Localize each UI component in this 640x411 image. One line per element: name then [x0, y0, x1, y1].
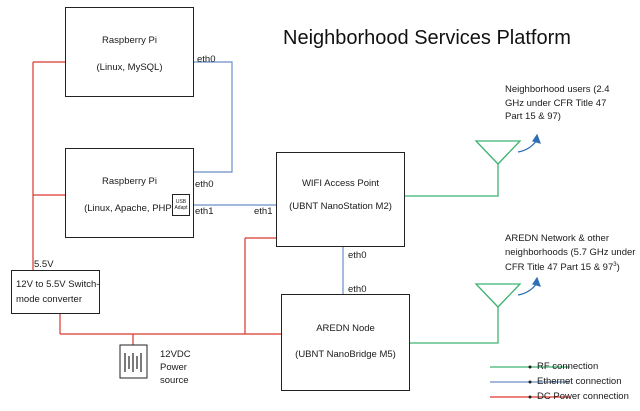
dc-power-lines	[32, 61, 293, 345]
legend-swatches	[490, 365, 570, 399]
power-source-line1: 12VDC	[160, 349, 191, 360]
usb-adapter-label: USB Adapt	[174, 199, 188, 211]
aredn-note-line2: neighborhoods (5.7 GHz under	[505, 246, 636, 258]
legend-power-label: DC Power connection	[537, 391, 629, 402]
voltage-converter-box: 12V to 5.5V Switch- mode converter	[11, 270, 100, 314]
users-note-line3: Part 15 & 97)	[505, 111, 561, 122]
pi1-eth0-label: eth0	[197, 54, 216, 65]
usb-adapter-box: USB Adapt	[172, 194, 190, 216]
pi2-eth0-label: eth0	[195, 179, 214, 190]
signal-arrowhead-users	[532, 133, 541, 144]
ap-eth1-label: eth1	[254, 206, 273, 217]
ap-desc: (UBNT NanoStation M2)	[289, 201, 392, 212]
raspberry-pi-mysql-box: Raspberry Pi (Linux, MySQL)	[65, 7, 194, 97]
aredn-node-box: AREDN Node (UBNT NanoBridge M5)	[281, 294, 410, 391]
users-note-line2: GHz under CFR Title 47	[505, 97, 607, 109]
signal-arrows	[517, 133, 541, 296]
legend-ethernet-label: Ethernet connection	[537, 376, 622, 387]
aredn-note: AREDN Network & other neighborhoods (5.7…	[505, 232, 635, 275]
ethernet-lines	[190, 61, 344, 294]
antenna-users-icon	[474, 140, 522, 165]
ap-eth0-label: eth0	[348, 250, 367, 261]
aredn-name: AREDN Node	[316, 323, 375, 334]
aredn-note-line3: CFR Title 47 Part 15 & 97	[505, 262, 614, 274]
signal-arrowhead-aredn	[532, 276, 541, 287]
antenna-aredn-icon	[474, 283, 522, 308]
rf-ap-antenna	[405, 164, 499, 197]
diagram-title: Neighborhood Services Platform	[283, 27, 571, 49]
raspberry-pi-web-box: Raspberry Pi (Linux, Apache, PHP)	[65, 148, 194, 238]
power-source-icon	[119, 344, 148, 379]
users-note-line1: Neighborhood users (2.4	[505, 84, 610, 95]
pi1-name: Raspberry Pi	[102, 35, 157, 46]
users-note: Neighborhood users (2.4 GHz under CFR Ti…	[505, 83, 610, 124]
converter-line2: mode converter	[16, 294, 83, 305]
aredn-note-tail: )	[616, 262, 620, 274]
rf-aredn-antenna	[410, 307, 499, 344]
rf-lines	[405, 140, 522, 344]
aredn-note-line1: AREDN Network & other	[505, 233, 610, 244]
power-source-line3: source	[160, 375, 189, 386]
pi2-desc: (Linux, Apache, PHP)	[84, 203, 175, 214]
ap-name: WIFI Access Point	[301, 178, 380, 189]
legend-rf-label: RF connection	[537, 361, 599, 372]
voltage-label: 5.5V	[34, 259, 54, 270]
power-source-line2: Power	[160, 362, 187, 373]
pi2-name: Raspberry Pi	[102, 176, 157, 187]
ethernet-pi1-pi2	[194, 61, 233, 173]
pi2-eth1-label: eth1	[195, 206, 214, 217]
wifi-access-point-box: WIFI Access Point (UBNT NanoStation M2)	[276, 152, 405, 247]
aredn-desc: (UBNT NanoBridge M5)	[295, 349, 396, 360]
converter-line1: 12V to 5.5V Switch-	[16, 279, 100, 290]
pi1-desc: (Linux, MySQL)	[96, 62, 163, 73]
aredn-note-sup: 3	[613, 262, 617, 268]
aredn-eth0-label: eth0	[348, 284, 367, 295]
